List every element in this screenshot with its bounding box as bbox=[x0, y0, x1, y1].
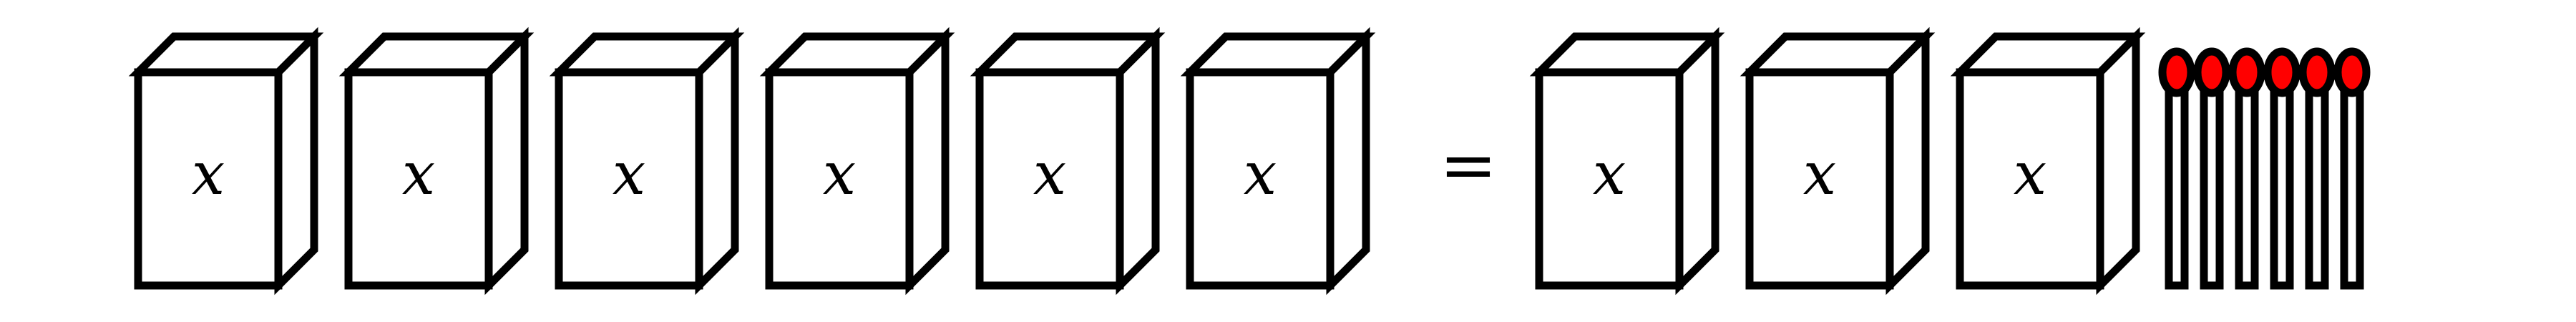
matchbox-label: x bbox=[402, 140, 435, 208]
matchbox-label: x bbox=[1033, 140, 1066, 208]
matchbox-side bbox=[484, 26, 529, 296]
matchbox-front bbox=[765, 68, 914, 290]
matchbox: x bbox=[128, 26, 324, 296]
matchstick bbox=[2193, 47, 2230, 290]
matchbox: x bbox=[549, 26, 745, 296]
matchbox-label: x bbox=[1244, 140, 1277, 208]
matchbox-side bbox=[1675, 26, 1719, 296]
matchbox-front bbox=[134, 68, 283, 290]
matchstick-stick bbox=[2235, 76, 2259, 290]
matchbox-front bbox=[975, 68, 1124, 290]
matchstick bbox=[2333, 47, 2371, 290]
matchbox-label: x bbox=[1803, 140, 1836, 208]
right-boxes-group: x x x bbox=[1529, 26, 2146, 296]
matchbox-side bbox=[695, 26, 739, 296]
matchbox-front bbox=[1956, 68, 2104, 290]
matchstick-head bbox=[2193, 47, 2230, 97]
matchbox-label: x bbox=[1593, 140, 1626, 208]
matchbox-side bbox=[274, 26, 318, 296]
matchstick-head bbox=[2158, 47, 2195, 97]
matchbox: x bbox=[1529, 26, 1725, 296]
matchstick bbox=[2158, 47, 2195, 290]
matchbox-side bbox=[1116, 26, 1160, 296]
matchbox: x bbox=[338, 26, 535, 296]
matchstick bbox=[2263, 47, 2301, 290]
matchbox-side bbox=[1326, 26, 1370, 296]
matchstick-stick bbox=[2200, 76, 2224, 290]
matchbox: x bbox=[1740, 26, 1936, 296]
matchbox: x bbox=[1180, 26, 1376, 296]
matchbox: x bbox=[759, 26, 955, 296]
matchbox-front bbox=[1186, 68, 1335, 290]
matchstick bbox=[2298, 47, 2336, 290]
matchbox-label: x bbox=[613, 140, 645, 208]
matchstick-head bbox=[2298, 47, 2336, 97]
matchbox-front bbox=[344, 68, 493, 290]
matchbox-label: x bbox=[823, 140, 856, 208]
matchbox-side bbox=[2096, 26, 2140, 296]
matchbox-label: x bbox=[192, 140, 225, 208]
matchstick bbox=[2228, 47, 2265, 290]
matchstick-head bbox=[2263, 47, 2301, 97]
equals-sign: = bbox=[1440, 125, 1497, 205]
matchstick-stick bbox=[2270, 76, 2294, 290]
matchsticks-group bbox=[2158, 47, 2371, 290]
matchbox-front bbox=[1745, 68, 1894, 290]
matchbox-side bbox=[1885, 26, 1930, 296]
left-boxes-group: x x x x x x bbox=[128, 26, 1376, 296]
matchbox-label: x bbox=[2014, 140, 2046, 208]
matchbox: x bbox=[1950, 26, 2146, 296]
matchstick-stick bbox=[2305, 76, 2329, 290]
matchstick-head bbox=[2228, 47, 2265, 97]
matchbox-front bbox=[555, 68, 703, 290]
matchstick-stick bbox=[2340, 76, 2364, 290]
matchstick-head bbox=[2333, 47, 2371, 97]
matchbox-front bbox=[1535, 68, 1684, 290]
matchstick-stick bbox=[2165, 76, 2189, 290]
matchbox-side bbox=[905, 26, 950, 296]
matchbox: x bbox=[970, 26, 1166, 296]
